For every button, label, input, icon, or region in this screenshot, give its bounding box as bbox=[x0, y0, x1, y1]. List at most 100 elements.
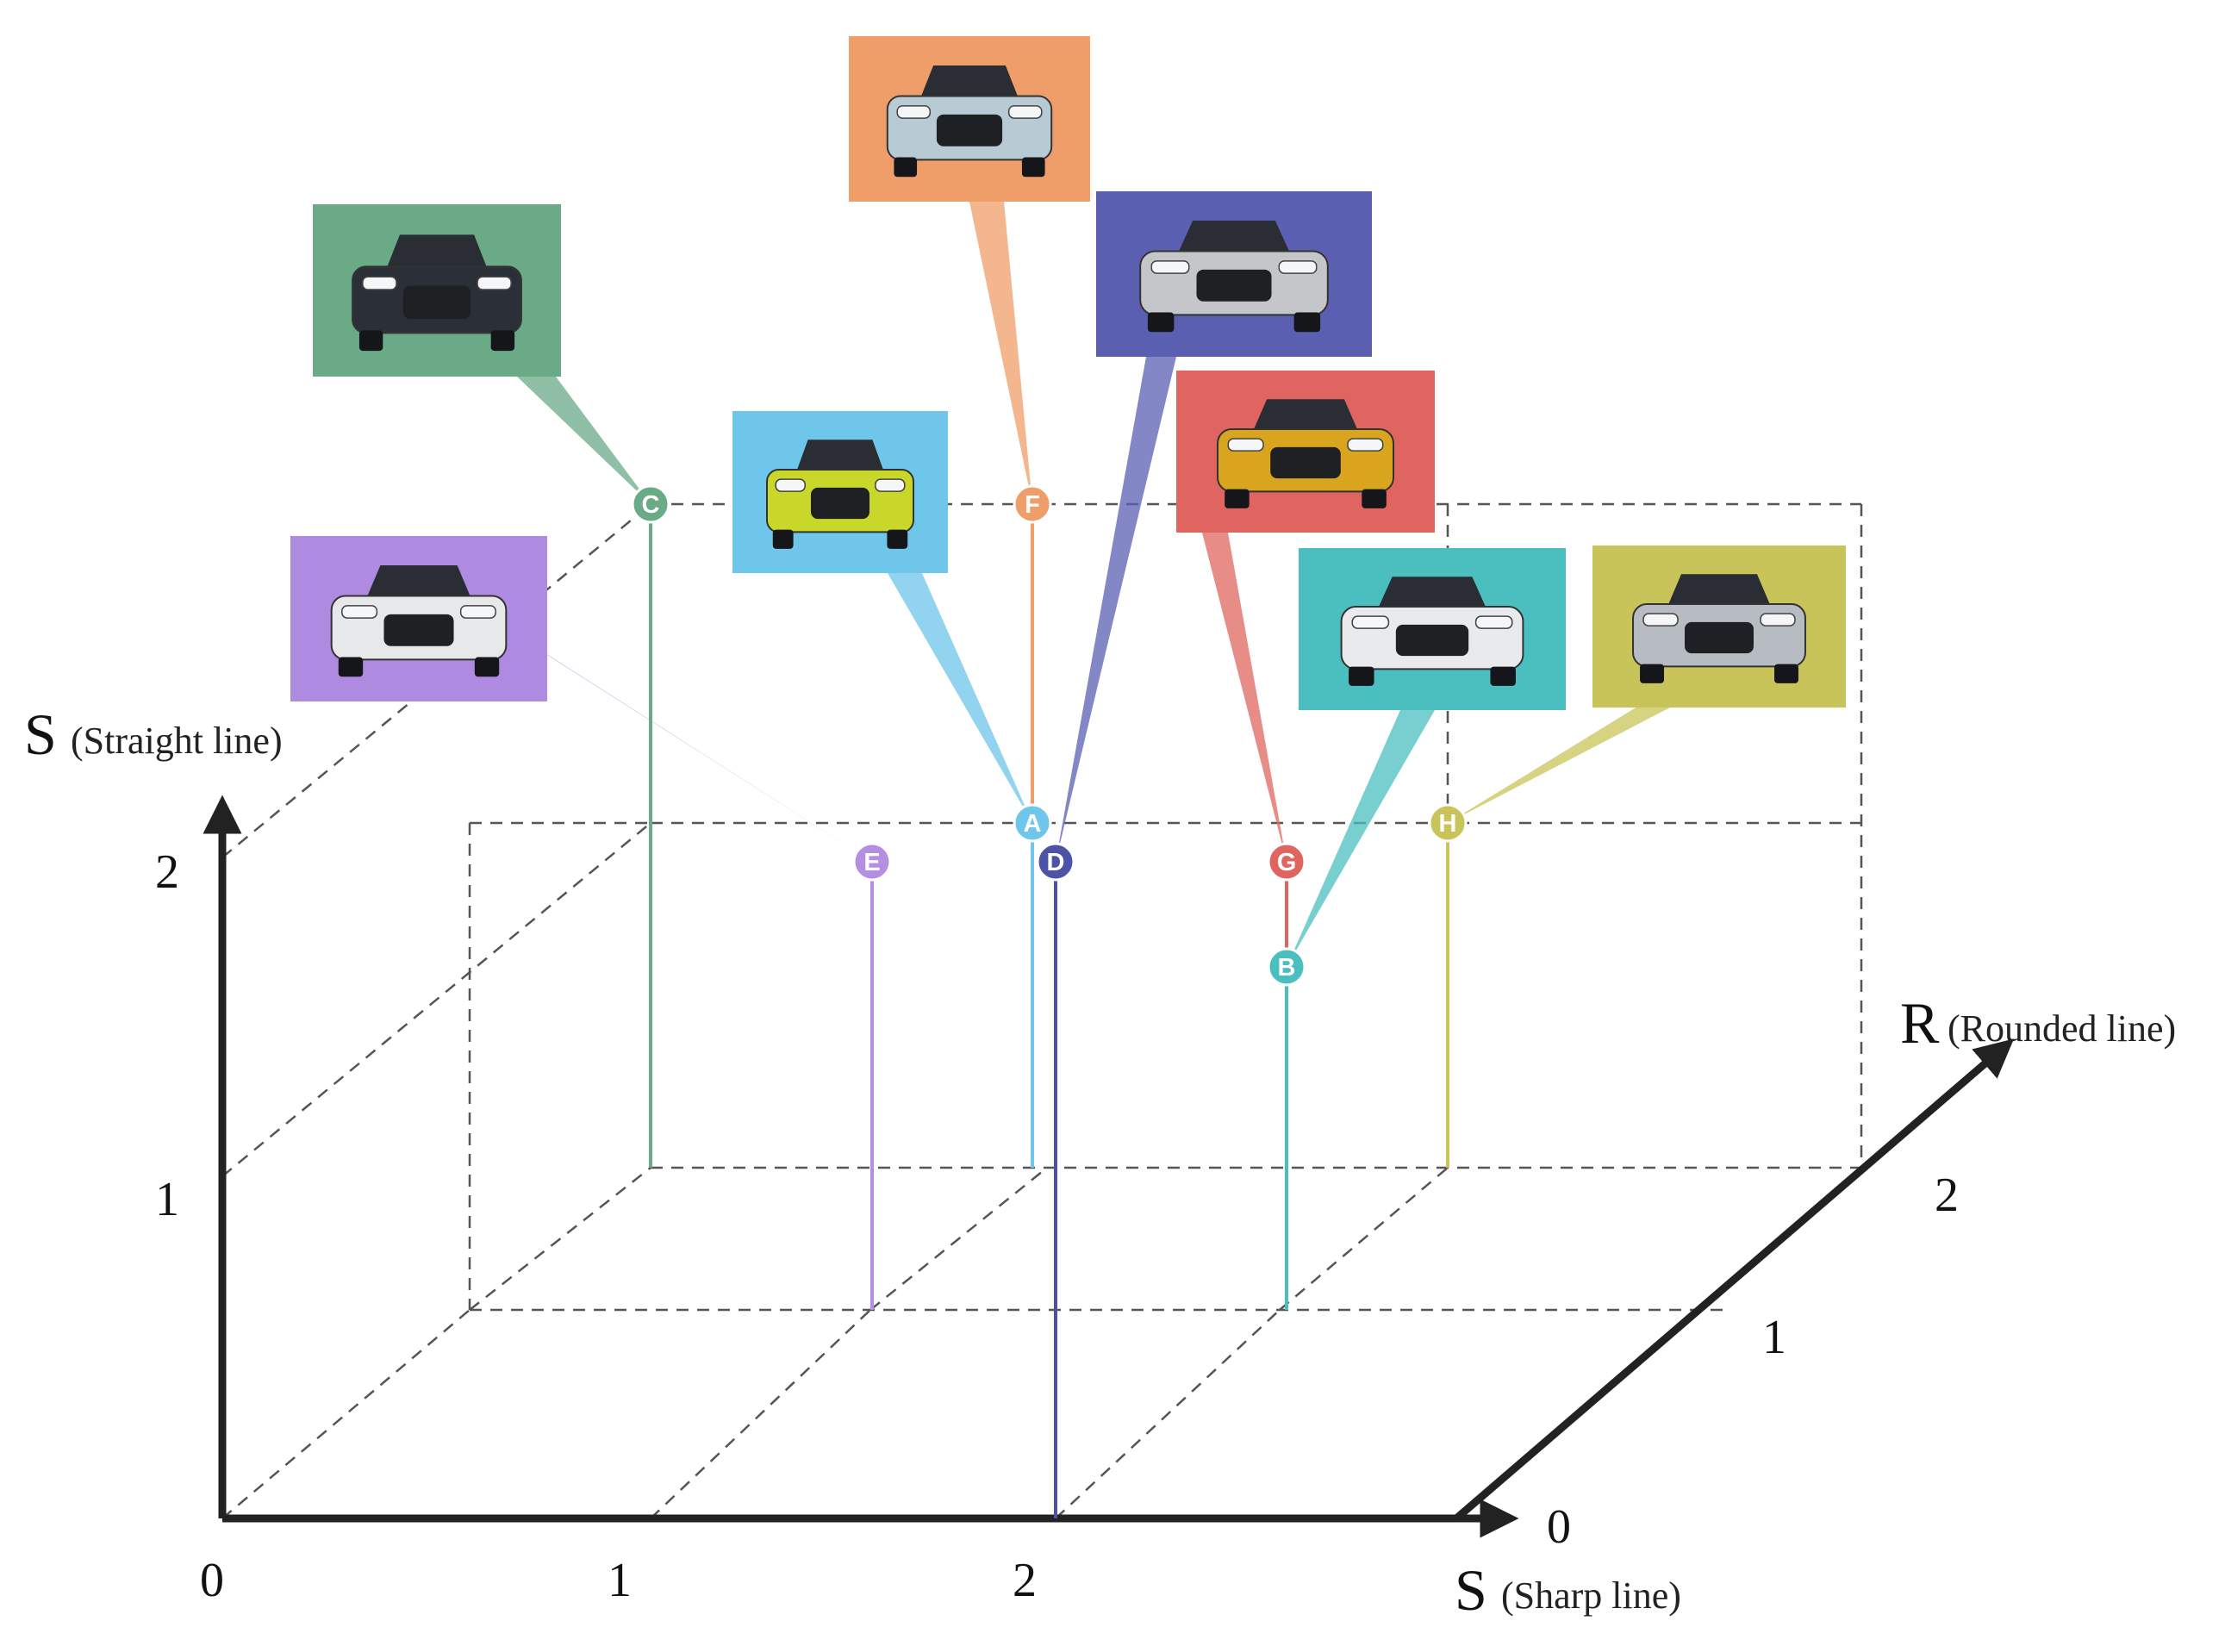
car-panel-a bbox=[732, 411, 948, 573]
car-wheel-left bbox=[1225, 489, 1250, 508]
vertical-axis-title: S (Straight line) bbox=[24, 701, 283, 767]
tick-horizontal-1: 1 bbox=[608, 1554, 632, 1607]
tick-horizontal-2: 2 bbox=[1013, 1554, 1037, 1607]
horizontal-axis-title: S (Sharp line) bbox=[1455, 1557, 1681, 1623]
car-wheel-left bbox=[358, 330, 383, 352]
point-marker-b: B bbox=[1267, 947, 1306, 987]
tick-vertical-2: 2 bbox=[155, 845, 179, 899]
depth-axis-label: (Rounded line) bbox=[1948, 1007, 2176, 1050]
car-panel-f bbox=[849, 36, 1090, 202]
car-headlight-left bbox=[1227, 438, 1264, 452]
car-wheel-left bbox=[1640, 664, 1665, 683]
car-headlight-left bbox=[1642, 613, 1679, 627]
car-wheel-right bbox=[1021, 157, 1045, 178]
point-marker-circle bbox=[1036, 842, 1075, 882]
point-marker-label: B bbox=[1278, 954, 1296, 982]
point-marker-label: A bbox=[1024, 810, 1042, 838]
point-marker-circle bbox=[631, 484, 670, 524]
car-grille bbox=[402, 285, 471, 320]
car-headlight-right bbox=[1278, 260, 1318, 274]
car-grille bbox=[811, 487, 869, 520]
car-panel-c bbox=[313, 204, 561, 377]
car-panel-h bbox=[1592, 545, 1846, 708]
car-headlight-right bbox=[875, 478, 906, 492]
depth-axis-title: R (Rounded line) bbox=[1900, 990, 2176, 1056]
car-wheel-right bbox=[490, 330, 515, 352]
callout-wedge-c bbox=[517, 377, 651, 504]
point-marker-label: H bbox=[1439, 810, 1457, 838]
car-wheel-right bbox=[1773, 664, 1798, 683]
callout-wedge-f bbox=[969, 202, 1032, 504]
vertical-axis-letter: S bbox=[24, 701, 57, 767]
callout-wedge-h bbox=[1448, 707, 1672, 823]
callout-wedges bbox=[517, 202, 1672, 967]
car-windshield bbox=[919, 65, 1019, 99]
car-grille bbox=[936, 114, 1003, 146]
depth-axis-letter: R bbox=[1900, 990, 1940, 1056]
point-marker-circle bbox=[1428, 803, 1468, 843]
tick-depth-2: 2 bbox=[1935, 1169, 1959, 1222]
car-grille bbox=[1196, 269, 1272, 302]
car-wheel-right bbox=[474, 657, 500, 677]
car-windshield bbox=[1667, 574, 1771, 607]
depth-axis bbox=[1454, 1038, 2015, 1522]
car-windshield bbox=[1377, 577, 1487, 609]
point-marker-e: E bbox=[852, 842, 892, 882]
car-headlight-right bbox=[1760, 613, 1796, 627]
point-marker-label: F bbox=[1025, 491, 1040, 519]
car-panel-b bbox=[1299, 548, 1566, 710]
car-headlight-right bbox=[459, 605, 496, 619]
horizontal-axis-label: (Sharp line) bbox=[1501, 1574, 1681, 1617]
point-marker-d: D bbox=[1036, 842, 1075, 882]
car-panel-g bbox=[1176, 371, 1435, 533]
car-windshield bbox=[366, 564, 471, 599]
callout-wedge-a bbox=[888, 573, 1032, 823]
car-wheel-right bbox=[1293, 312, 1321, 333]
car-wheel-right bbox=[887, 529, 908, 549]
car-wheel-left bbox=[1147, 312, 1175, 333]
point-marker-circle bbox=[1267, 842, 1306, 882]
car-grille bbox=[1270, 446, 1341, 479]
point-marker-label: E bbox=[863, 849, 880, 876]
axes bbox=[203, 795, 2015, 1538]
car-headlight-left bbox=[775, 478, 806, 492]
car-headlight-right bbox=[477, 276, 512, 290]
car-panel-d bbox=[1096, 191, 1372, 357]
callout-wedge-g bbox=[1202, 533, 1287, 862]
car-headlight-left bbox=[1150, 260, 1190, 274]
car-windshield bbox=[1252, 399, 1359, 432]
tick-depth-0: 0 bbox=[1547, 1500, 1571, 1554]
point-marker-h: H bbox=[1428, 803, 1468, 843]
tick-origin: 0 bbox=[200, 1554, 224, 1607]
point-marker-label: D bbox=[1047, 849, 1065, 876]
callout-wedge-d bbox=[1056, 357, 1176, 862]
car-headlight-left bbox=[896, 105, 932, 119]
car-wheel-left bbox=[772, 529, 794, 549]
point-marker-f: F bbox=[1013, 484, 1052, 524]
car-image-panels bbox=[290, 36, 1846, 710]
car-panel-e bbox=[290, 536, 547, 701]
callout-wedge-b bbox=[1287, 710, 1435, 967]
tick-labels: 0 1 2 1 2 0 1 2 bbox=[155, 845, 1959, 1607]
vertical-axis-label: (Straight line) bbox=[71, 720, 283, 762]
point-marker-g: G bbox=[1267, 842, 1306, 882]
car-grille bbox=[1685, 621, 1754, 654]
car-wheel-left bbox=[894, 157, 918, 178]
car-windshield bbox=[386, 234, 488, 270]
point-marker-label: G bbox=[1277, 849, 1297, 876]
car-headlight-right bbox=[1347, 438, 1384, 452]
car-headlight-left bbox=[1351, 615, 1390, 629]
tick-vertical-1: 1 bbox=[155, 1173, 179, 1226]
car-headlight-right bbox=[1474, 615, 1513, 629]
horizontal-axis-letter: S bbox=[1455, 1557, 1487, 1623]
car-headlight-left bbox=[341, 605, 378, 619]
car-headlight-right bbox=[1007, 105, 1043, 119]
point-marker-circle bbox=[852, 842, 892, 882]
car-wheel-left bbox=[338, 657, 364, 677]
car-wheel-left bbox=[1349, 666, 1374, 686]
car-wheel-right bbox=[1362, 489, 1387, 508]
car-wheel-right bbox=[1490, 666, 1516, 686]
car-windshield bbox=[1177, 220, 1291, 254]
